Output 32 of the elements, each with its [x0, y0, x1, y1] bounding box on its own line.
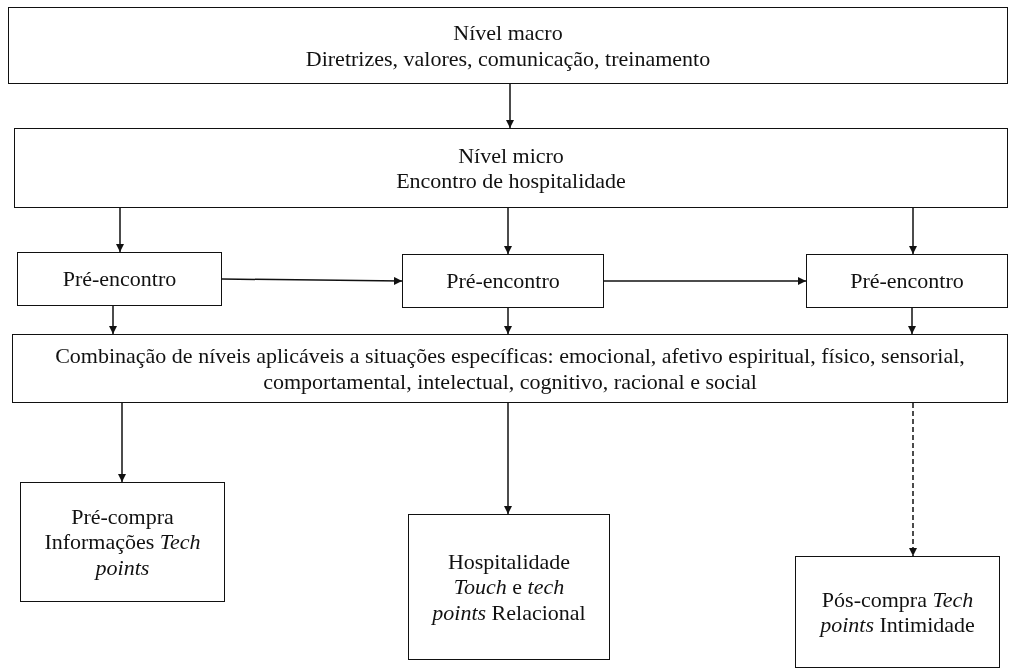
arrow [504, 207, 512, 255]
arrow [506, 83, 514, 129]
box-text: Combinação de níveis aplicáveis a situações específicas: emocional, afetivo espiritual, físico, sensorial, comportamental, intelectual, cognitivo, racional e social [54, 343, 966, 394]
process-box [408, 514, 610, 660]
process-box [8, 7, 1008, 84]
arrow [909, 207, 917, 255]
arrow [504, 402, 512, 515]
arrow [504, 307, 512, 335]
box-text: Pré-encontro [446, 268, 560, 294]
arrow [909, 402, 917, 557]
arrow [221, 276, 403, 285]
process-box [12, 334, 1008, 403]
process-box [14, 128, 1008, 208]
box-text: Nível micro [458, 142, 564, 168]
box-text: Pré-encontro [850, 268, 964, 294]
process-box [20, 482, 225, 602]
arrow [908, 307, 916, 335]
box-text: Nível macro [453, 20, 563, 46]
box-text: Diretrizes, valores, comunicação, treinamento [305, 45, 711, 71]
box-text: Pós-compra Tech points Intimidade [818, 586, 976, 638]
box-text: Encontro de hospitalidade [396, 168, 626, 194]
process-box [795, 556, 1000, 668]
process-box [17, 252, 222, 306]
process-box [806, 254, 1008, 308]
arrow [109, 305, 117, 335]
process-box [402, 254, 604, 308]
arrow [603, 277, 807, 285]
arrow [116, 207, 124, 253]
arrow [118, 402, 126, 483]
box-text: Pré-compra Informações Tech points [43, 504, 202, 580]
box-text: Pré-encontro [62, 266, 177, 292]
box-text: Hospitalidade Touch e tech points Relacional [431, 549, 587, 625]
